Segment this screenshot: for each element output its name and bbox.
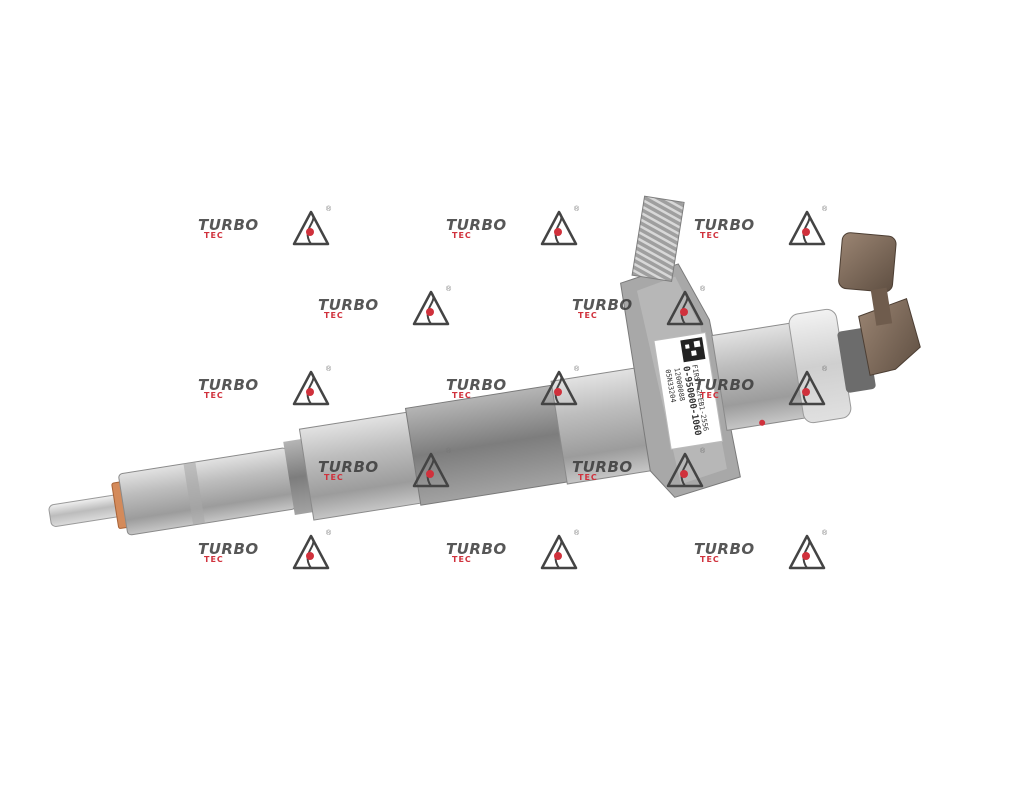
watermark-tec-text: TEC <box>452 231 472 240</box>
registered-mark: ® <box>326 206 332 213</box>
registered-mark: ® <box>326 530 332 537</box>
watermark-turbo-text: TURBO <box>694 540 755 558</box>
triangle-swirl-logo-icon <box>788 534 826 570</box>
watermark-tec-text: TEC <box>700 555 720 564</box>
watermark-turbo-text: TURBO <box>446 540 507 558</box>
triangle-swirl-logo-icon <box>540 534 578 570</box>
watermark: TURBO TEC ® <box>446 530 596 578</box>
watermark: TURBO TEC ® <box>198 530 348 578</box>
watermark: TURBO TEC ® <box>694 530 844 578</box>
watermark-turbo-text: TURBO <box>446 376 507 394</box>
watermark-tec-text: TEC <box>452 391 472 400</box>
watermark: TURBO TEC ® <box>572 286 722 334</box>
watermark-turbo-text: TURBO <box>446 216 507 234</box>
watermark: TURBO TEC ® <box>198 206 348 254</box>
watermark: TURBO TEC ® <box>572 448 722 496</box>
watermark: TURBO TEC ® <box>318 286 468 334</box>
registered-mark: ® <box>822 530 828 537</box>
watermark-tec-text: TEC <box>204 231 224 240</box>
watermark-tec-text: TEC <box>204 391 224 400</box>
watermark: TURBO TEC ® <box>446 366 596 414</box>
triangle-swirl-logo-icon <box>292 210 330 246</box>
watermark-tec-text: TEC <box>700 231 720 240</box>
watermark-tec-text: TEC <box>700 391 720 400</box>
watermark: TURBO TEC ® <box>318 448 468 496</box>
triangle-swirl-logo-icon <box>292 534 330 570</box>
watermark-turbo-text: TURBO <box>318 458 379 476</box>
registered-mark: ® <box>326 366 332 373</box>
watermark-tec-text: TEC <box>324 311 344 320</box>
watermark: TURBO TEC ® <box>446 206 596 254</box>
watermark-turbo-text: TURBO <box>694 216 755 234</box>
watermark-turbo-text: TURBO <box>198 540 259 558</box>
watermark: TURBO TEC ® <box>694 206 844 254</box>
registered-mark: ® <box>822 206 828 213</box>
triangle-swirl-logo-icon <box>412 452 450 488</box>
triangle-swirl-logo-icon <box>412 290 450 326</box>
watermark: TURBO TEC ® <box>198 366 348 414</box>
registered-mark: ® <box>574 366 580 373</box>
triangle-swirl-logo-icon <box>540 370 578 406</box>
watermark: TURBO TEC ® <box>694 366 844 414</box>
registered-mark: ® <box>446 448 452 455</box>
triangle-swirl-logo-icon <box>292 370 330 406</box>
watermark-tec-text: TEC <box>324 473 344 482</box>
triangle-swirl-logo-icon <box>540 210 578 246</box>
watermark-turbo-text: TURBO <box>198 376 259 394</box>
watermark-tec-text: TEC <box>204 555 224 564</box>
watermark-turbo-text: TURBO <box>694 376 755 394</box>
watermark-turbo-text: TURBO <box>198 216 259 234</box>
registered-mark: ® <box>574 530 580 537</box>
registered-mark: ® <box>574 206 580 213</box>
watermark-tec-text: TEC <box>452 555 472 564</box>
watermark-turbo-text: TURBO <box>572 296 633 314</box>
triangle-swirl-logo-icon <box>788 370 826 406</box>
triangle-swirl-logo-icon <box>788 210 826 246</box>
triangle-swirl-logo-icon <box>666 452 704 488</box>
watermark-turbo-text: TURBO <box>572 458 633 476</box>
registered-mark: ® <box>446 286 452 293</box>
registered-mark: ® <box>700 286 706 293</box>
watermark-tec-text: TEC <box>578 311 598 320</box>
registered-mark: ® <box>700 448 706 455</box>
watermark-tec-text: TEC <box>578 473 598 482</box>
watermark-turbo-text: TURBO <box>318 296 379 314</box>
registered-mark: ® <box>822 366 828 373</box>
triangle-swirl-logo-icon <box>666 290 704 326</box>
